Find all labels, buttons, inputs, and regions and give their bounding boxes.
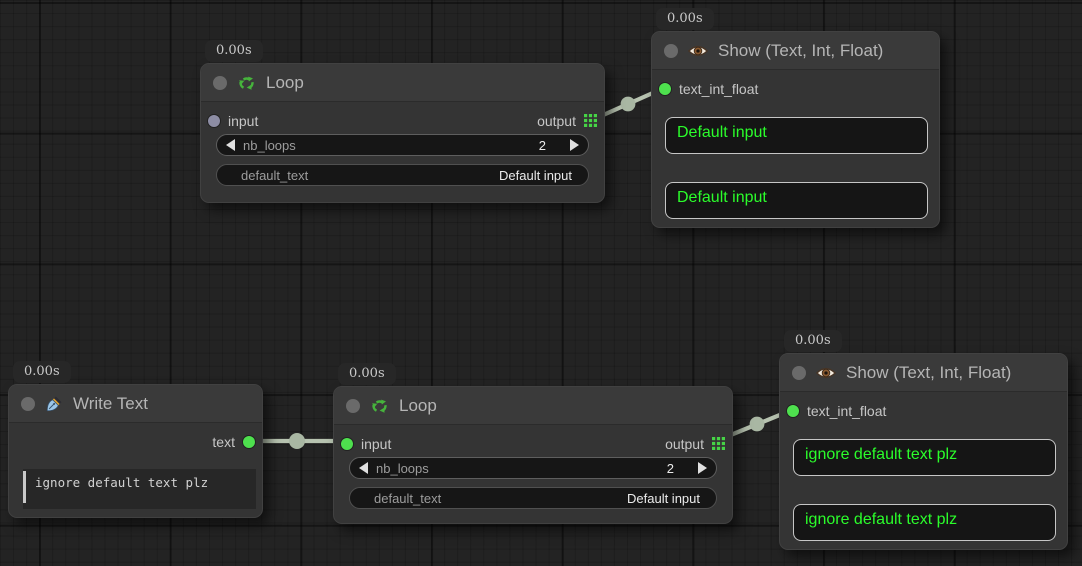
collapse-toggle[interactable] [664, 43, 678, 58]
node-title: Show (Text, Int, Float) [846, 362, 1012, 382]
widget-value: 2 [666, 460, 674, 476]
node-title: Write Text [73, 393, 148, 413]
input-port-dot[interactable] [787, 404, 799, 417]
reroute-dot[interactable] [620, 96, 636, 112]
collapse-toggle[interactable] [213, 75, 227, 90]
node-header[interactable]: Show (Text, Int, Float) [652, 32, 939, 70]
widget-label: default_text [241, 167, 309, 183]
node-header[interactable]: Loop [201, 64, 604, 102]
widget-label: nb_loops [243, 137, 296, 153]
input-port[interactable]: input [341, 436, 391, 452]
widget-label: default_text [374, 490, 442, 506]
node-title: Loop [399, 395, 437, 415]
output-port[interactable]: output [537, 113, 597, 129]
multi-output-grid-icon[interactable] [584, 114, 597, 127]
increment-arrow-icon[interactable] [570, 139, 579, 151]
output-port-label: output [665, 435, 704, 452]
input-port-label: text_int_float [807, 402, 887, 419]
node-header[interactable]: Show (Text, Int, Float) [780, 354, 1067, 392]
widget-value: Default input [627, 490, 700, 506]
input-port-dot[interactable] [341, 437, 353, 450]
collapse-toggle[interactable] [21, 396, 35, 411]
node-loop-bottom[interactable]: 0.00s Loop [333, 363, 733, 524]
node-title: Show (Text, Int, Float) [718, 40, 884, 60]
collapse-toggle[interactable] [346, 398, 360, 413]
node-header[interactable]: Write Text [9, 385, 262, 423]
input-port-dot[interactable] [208, 114, 220, 127]
default-text-widget[interactable]: default_text Default input [216, 164, 589, 186]
execution-time-badge: 0.00s [338, 363, 396, 385]
execution-time-badge: 0.00s [656, 8, 714, 30]
input-port[interactable]: input [208, 113, 258, 129]
execution-time-badge: 0.00s [205, 40, 263, 62]
collapse-toggle[interactable] [792, 365, 806, 380]
input-port-label: input [361, 435, 392, 452]
node-write-text[interactable]: 0.00s Write Text text ignore de [8, 361, 263, 518]
display-text-box[interactable]: Default input [665, 182, 928, 219]
default-text-widget[interactable]: default_text Default input [349, 487, 717, 509]
display-text-box[interactable]: ignore default text plz [793, 504, 1056, 541]
output-port-dot[interactable] [243, 435, 255, 448]
eye-icon [816, 366, 836, 380]
text-cursor [23, 471, 26, 503]
output-port-label: text [212, 433, 235, 450]
display-text-box[interactable]: Default input [665, 117, 928, 154]
input-port-dot[interactable] [659, 82, 671, 95]
eye-icon [688, 44, 708, 58]
node-header[interactable]: Loop [334, 387, 732, 425]
decrement-arrow-icon[interactable] [226, 139, 235, 151]
output-port-label: output [537, 112, 576, 129]
input-port-label: text_int_float [679, 80, 759, 97]
input-port[interactable]: text_int_float [787, 403, 886, 419]
recycle-icon [237, 73, 256, 92]
input-port-label: input [228, 112, 259, 129]
multi-output-grid-icon[interactable] [712, 437, 725, 450]
display-text-box[interactable]: ignore default text plz [793, 439, 1056, 476]
widget-value: Default input [499, 167, 572, 183]
nb-loops-widget[interactable]: nb_loops 2 [349, 457, 717, 479]
decrement-arrow-icon[interactable] [359, 462, 368, 474]
pen-icon [45, 395, 63, 413]
node-title: Loop [266, 72, 304, 92]
increment-arrow-icon[interactable] [698, 462, 707, 474]
reroute-dot[interactable] [749, 416, 765, 432]
recycle-icon [370, 396, 389, 415]
output-port[interactable]: output [665, 436, 725, 452]
reroute-dot[interactable] [289, 433, 305, 449]
execution-time-badge: 0.00s [13, 361, 71, 383]
output-port[interactable]: text [212, 434, 255, 450]
node-show-top[interactable]: 0.00s Show (Text, Int, Float) text_int_f… [651, 8, 940, 228]
execution-time-badge: 0.00s [784, 330, 842, 352]
textarea-value: ignore default text plz [35, 475, 209, 490]
widget-label: nb_loops [376, 460, 429, 476]
nb-loops-widget[interactable]: nb_loops 2 [216, 134, 589, 156]
node-show-bottom[interactable]: 0.00s Show (Text, Int, Float) text_int_f… [779, 330, 1068, 550]
node-loop-top[interactable]: 0.00s Loop [200, 40, 605, 203]
widget-value: 2 [538, 137, 546, 153]
text-input-area[interactable]: ignore default text plz [23, 469, 256, 509]
input-port[interactable]: text_int_float [659, 81, 758, 97]
